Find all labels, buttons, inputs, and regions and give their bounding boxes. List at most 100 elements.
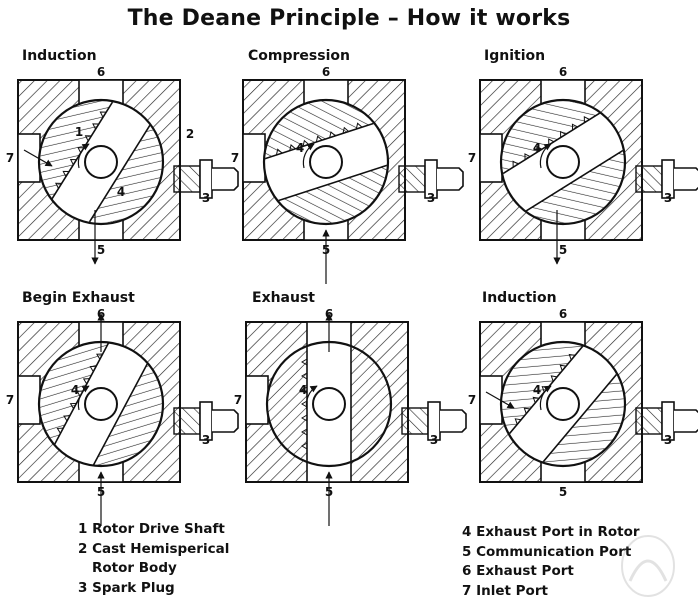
legend-left: 1 Rotor Drive Shaft 2 Cast Hemisperical … [78, 520, 229, 598]
seal-tooth [532, 396, 540, 404]
label-exhaust-port: 6 [322, 65, 330, 79]
seal-tooth [523, 407, 531, 414]
seal-tooth [301, 428, 308, 436]
seal-tooth [301, 386, 308, 394]
label-inlet-port: 7 [234, 393, 242, 407]
seal-tooth [524, 153, 531, 160]
label-spark-plug: 3 [430, 433, 438, 447]
label-rotor-port: 4 [117, 185, 125, 199]
label-inlet-port: 7 [6, 151, 14, 165]
legend-item-2b: Rotor Body [92, 560, 177, 576]
spark-plug-thread [635, 165, 663, 193]
seal-tooth [301, 358, 308, 366]
seal-tooth [560, 130, 566, 138]
panel-title-begin-exhaust: Begin Exhaust [22, 290, 135, 306]
seal-tooth [99, 111, 107, 118]
spark-plug-thread [398, 165, 426, 193]
seal-tooth [275, 148, 283, 156]
seal-tooth [89, 365, 97, 372]
label-rotor-port: 4 [71, 383, 79, 397]
spark-plug-thread [173, 407, 201, 435]
label-rotor-port: 4 [533, 141, 541, 155]
rotation-arrow [302, 143, 315, 169]
spark-plug-body [212, 409, 239, 433]
rotor-drive-shaft [309, 145, 343, 179]
label-exhaust-port: 6 [97, 65, 105, 79]
label-spark-plug: 3 [202, 433, 210, 447]
legend-item-7: 7 Inlet Port [462, 582, 548, 599]
label-spark-plug: 3 [427, 191, 435, 205]
seal-tooth [571, 123, 578, 131]
legend-item-5: 5 Communication Port [462, 543, 632, 560]
flow-arrow-inlet [23, 149, 53, 167]
label-drive-shaft: 1 [75, 125, 83, 139]
label-inlet-port: 7 [468, 151, 476, 165]
panel-title-induction-1: Induction [22, 48, 97, 64]
legend-item-3: 3 Spark Plug [78, 579, 175, 596]
seal-tooth [548, 138, 555, 145]
legend-item-4: 4 Exhaust Port in Rotor [462, 524, 640, 540]
seal-tooth [301, 400, 308, 408]
spark-plug-body [674, 167, 698, 191]
seal-tooth [301, 372, 308, 380]
seal-tooth [56, 427, 64, 434]
label-rotor-port: 4 [296, 141, 304, 155]
seal-tooth [342, 126, 350, 134]
seal-tooth [301, 442, 308, 450]
label-communication-port: 5 [97, 243, 105, 257]
seal-tooth [55, 182, 62, 189]
seal-tooth [514, 418, 522, 425]
seal-tooth [62, 170, 70, 177]
rotor-drive-shaft [546, 387, 580, 421]
seal-tooth [92, 123, 99, 130]
seal-tooth [69, 402, 77, 409]
spark-plug-body [674, 409, 698, 433]
rotor-drive-shaft [84, 387, 118, 421]
label-inlet-port: 7 [468, 393, 476, 407]
spark-plug-body [212, 167, 239, 191]
seal-tooth [82, 378, 90, 385]
seal-tooth [512, 160, 519, 168]
rotor-drive-shaft [312, 387, 346, 421]
seal-tooth [76, 390, 84, 397]
spark-plug-thread [635, 407, 663, 435]
rotation-arrow [77, 385, 90, 411]
seal-tooth [355, 122, 363, 130]
panel-title-induction-2: Induction [482, 290, 557, 306]
rotation-arrow [305, 385, 318, 411]
inlet-port [17, 375, 41, 425]
panel-title-ignition: Ignition [484, 48, 546, 64]
seal-tooth [302, 139, 310, 147]
label-inlet-port: 7 [231, 151, 239, 165]
label-communication-port: 5 [559, 243, 567, 257]
page-title: The Deane Principle – How it works [127, 6, 571, 31]
seal-tooth [301, 414, 308, 422]
panel-title-compression: Compression [248, 48, 350, 64]
spark-plug-body [437, 167, 464, 191]
seal-tooth [96, 353, 103, 360]
inlet-port [242, 133, 266, 183]
label-rotor-port: 4 [533, 383, 541, 397]
rotor-drive-shaft [84, 145, 118, 179]
label-communication-port: 5 [559, 485, 567, 499]
seal-tooth [315, 135, 323, 143]
flow-arrow-inlet [485, 391, 515, 409]
seal-tooth [550, 375, 558, 382]
rotor-drive-shaft [546, 145, 580, 179]
panel-title-exhaust: Exhaust [252, 290, 315, 306]
seal-tooth [289, 144, 296, 151]
label-inlet-port: 7 [6, 393, 14, 407]
label-exhaust-port: 6 [559, 307, 567, 321]
rotation-arrow [539, 385, 552, 411]
legend-item-2: 2 Cast Hemisperical [78, 540, 230, 557]
label-rotor-body: 2 [186, 127, 194, 141]
inlet-port [17, 133, 41, 183]
label-exhaust-port: 6 [559, 65, 567, 79]
spark-plug-thread [173, 165, 201, 193]
inlet-port [245, 375, 269, 425]
